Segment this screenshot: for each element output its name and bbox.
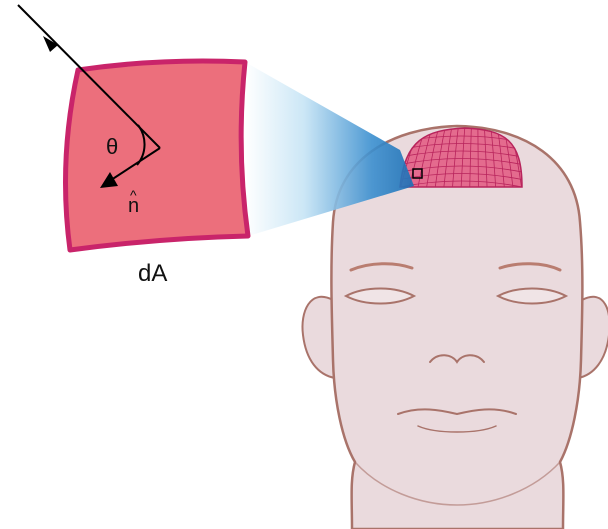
left-ear xyxy=(302,297,335,378)
grid-line xyxy=(478,125,479,190)
area-label: dA xyxy=(138,260,167,287)
area-patch xyxy=(66,61,249,250)
angle-label: θ xyxy=(106,134,118,159)
normal-label: n xyxy=(128,195,139,217)
